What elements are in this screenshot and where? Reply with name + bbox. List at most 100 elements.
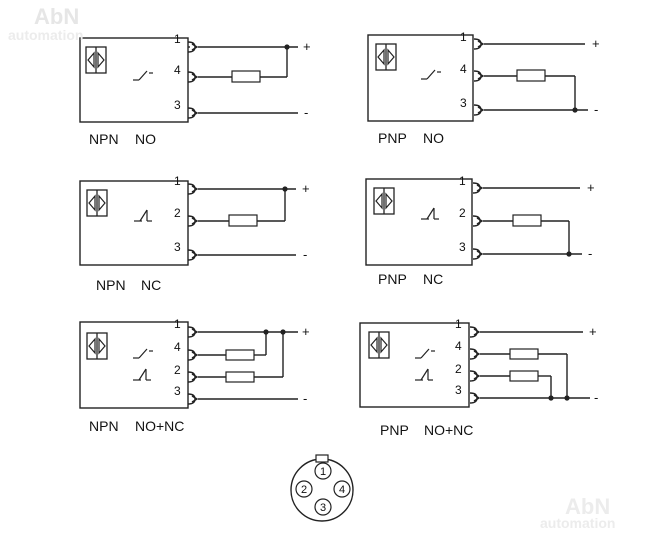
- pin-label: 4: [455, 339, 462, 353]
- plus-sign: +: [302, 324, 310, 339]
- connector-pin-label: 1: [320, 466, 326, 478]
- plug-icon: [187, 71, 198, 83]
- sensor-body: [367, 34, 474, 122]
- contact-type-label: NC: [141, 277, 161, 293]
- pin-label: 1: [174, 174, 181, 188]
- plus-sign: +: [592, 36, 600, 51]
- load-resistor: [512, 214, 542, 227]
- plug-icon: [469, 326, 480, 338]
- pin-label: 2: [455, 362, 462, 376]
- plug-icon: [187, 349, 198, 361]
- connector-pin: [314, 462, 332, 480]
- sensor-body: [359, 322, 470, 408]
- plug-icon: [473, 104, 484, 116]
- watermark-subtitle-top: automation: [8, 27, 84, 43]
- diagram-pnp-no: 1 4 3 + - PNP NO: [367, 30, 600, 146]
- inductive-sensor-icon: [368, 331, 390, 359]
- pin-label: 1: [174, 32, 181, 46]
- load-resistor: [225, 349, 255, 361]
- load-resistor: [509, 348, 539, 360]
- plus-sign: +: [303, 39, 311, 54]
- watermark-brand-top: AbN: [34, 4, 80, 29]
- nc-switch-icon: [420, 207, 440, 220]
- contact-type-label: NO+NC: [424, 422, 473, 438]
- connector-key-notch: [315, 454, 329, 463]
- output-type-label: PNP: [380, 422, 409, 438]
- minus-sign: -: [588, 246, 592, 261]
- minus-sign: -: [594, 390, 598, 405]
- minus-sign: -: [303, 247, 307, 262]
- inductive-sensor-icon: [86, 189, 108, 217]
- connector-pin: [295, 480, 313, 498]
- plus-sign: +: [587, 180, 595, 195]
- junction-dot: [280, 329, 286, 335]
- connector-pinout: 1 2 4 3: [290, 454, 354, 522]
- plug-icon: [187, 183, 198, 195]
- watermark-brand-bottom: AbN: [565, 494, 611, 519]
- minus-sign: -: [304, 105, 308, 120]
- plug-icon: [472, 248, 483, 260]
- diagram-npn-nc: 1 2 3 + - NPN NC: [79, 174, 310, 293]
- plug-icon: [469, 392, 480, 404]
- output-type-label: PNP: [378, 271, 407, 287]
- pin-label: 1: [460, 30, 467, 44]
- plus-sign: +: [589, 324, 597, 339]
- plug-icon: [187, 215, 198, 227]
- pin-label: 2: [174, 363, 181, 377]
- nc-switch-icon: [132, 368, 152, 381]
- output-type-label: NPN: [89, 131, 119, 147]
- junction-dot: [263, 329, 269, 335]
- inductive-sensor-icon: [373, 187, 395, 215]
- plug-icon: [187, 107, 198, 119]
- connector-pin-label: 2: [301, 484, 307, 496]
- connector-pin: [314, 498, 332, 516]
- pin-label: 3: [174, 384, 181, 398]
- minus-sign: -: [594, 102, 598, 117]
- contact-type-label: NC: [423, 271, 443, 287]
- sensor-body: [365, 178, 473, 266]
- load-resistor: [225, 371, 255, 383]
- connector-pin-label: 3: [320, 502, 326, 514]
- pin-label: 3: [459, 240, 466, 254]
- pin-label: 1: [174, 317, 181, 331]
- inductive-sensor-icon: [86, 332, 108, 360]
- sensor-body: [79, 180, 189, 266]
- pin-label: 4: [174, 340, 181, 354]
- load-resistor: [516, 69, 546, 82]
- pin-label: 2: [459, 206, 466, 220]
- pin-label: 3: [174, 98, 181, 112]
- plug-icon: [472, 215, 483, 227]
- sensor-body: [79, 37, 189, 123]
- load-resistor: [231, 70, 261, 83]
- junction-dot: [284, 44, 290, 50]
- no-switch-icon: [132, 70, 154, 81]
- contact-type-label: NO+NC: [135, 418, 184, 434]
- no-switch-icon: [132, 348, 154, 359]
- load-resistor: [228, 214, 258, 227]
- contact-type-label: NO: [423, 130, 444, 146]
- output-type-label: NPN: [96, 277, 126, 293]
- plug-icon: [469, 370, 480, 382]
- inductive-sensor-icon: [375, 43, 397, 71]
- diagram-pnp-nc: 1 2 3 + - PNP NC: [365, 174, 595, 287]
- plug-icon: [187, 326, 198, 338]
- connector-pin-label: 4: [339, 484, 345, 496]
- pin-label: 4: [460, 62, 467, 76]
- pin-label: 3: [174, 240, 181, 254]
- plug-icon: [472, 182, 483, 194]
- connector-pin: [333, 480, 351, 498]
- contact-type-label: NO: [135, 131, 156, 147]
- watermark-subtitle-bottom: automation: [540, 515, 616, 531]
- plug-icon: [473, 38, 484, 50]
- plug-icon: [473, 70, 484, 82]
- output-type-label: PNP: [378, 130, 407, 146]
- nc-switch-icon: [133, 209, 153, 222]
- plus-sign: +: [302, 181, 310, 196]
- diagram-pnp-no-nc: 1 4 2 3 + - PNP NO+NC: [359, 317, 598, 438]
- plug-icon: [187, 249, 198, 261]
- plug-icon: [187, 371, 198, 383]
- sensor-body: [79, 321, 189, 409]
- diagram-npn-no: 1 4 3 + - NPN NO: [79, 32, 311, 147]
